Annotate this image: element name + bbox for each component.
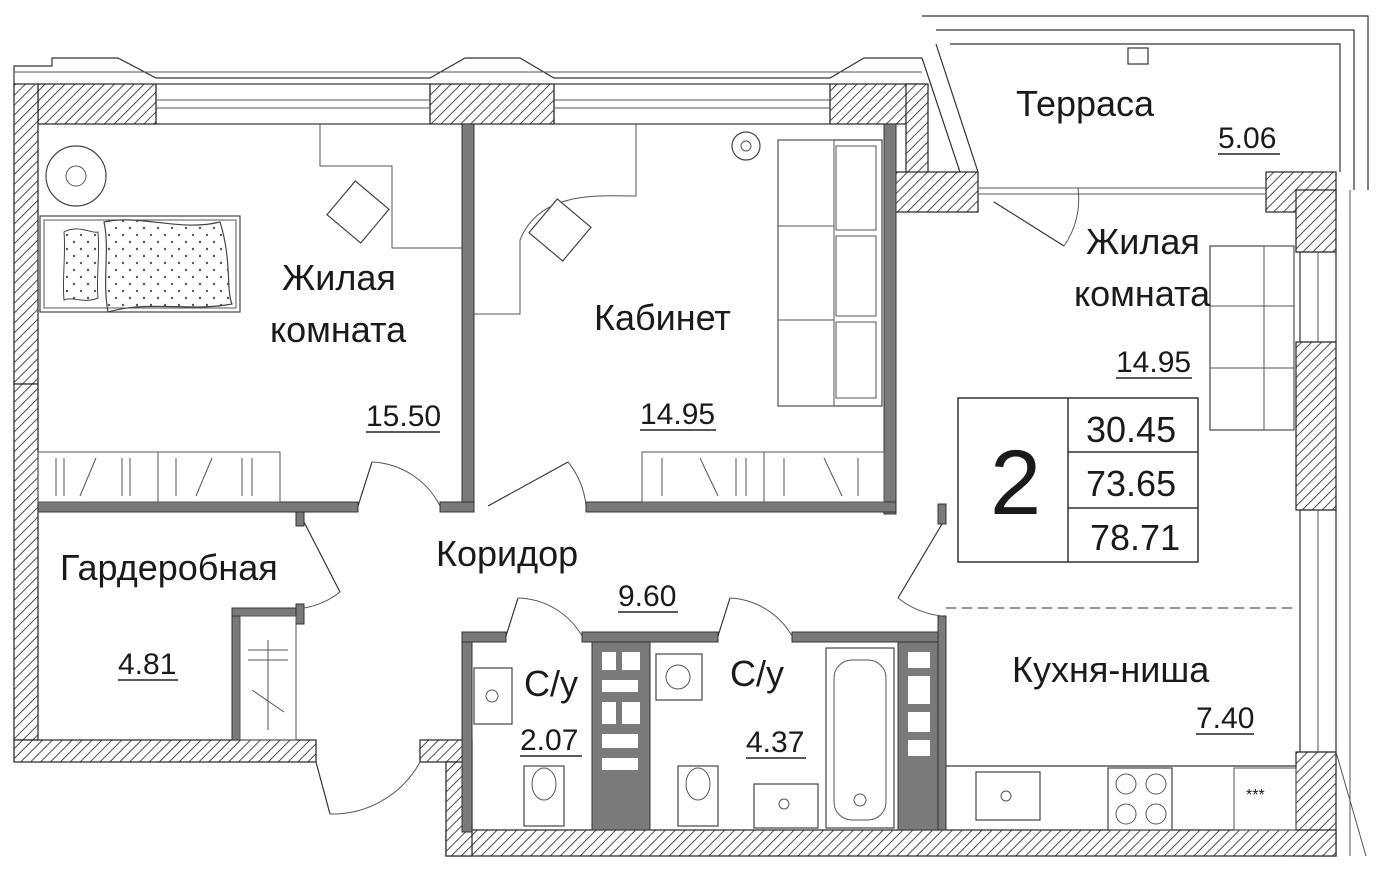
cabinet-area: 14.95 [640,398,715,431]
terrace-outline [921,15,1369,247]
exterior-walls [13,57,1367,857]
wc1-name: С/у [524,663,578,704]
summary-box: 2 30.45 73.65 78.71 [957,397,1199,563]
wardrobe-name: Гардеробная [60,547,278,588]
corridor-name: Коридор [436,533,578,574]
terrace-area: 5.06 [1218,122,1276,155]
wc2-area: 4.37 [746,726,804,759]
doors [303,461,943,815]
kitchen-furniture: *** [946,765,1297,831]
room-labels: Жилая комната 15.50 Кабинет 14.95 Террас… [60,83,1280,759]
living1-area: 15.50 [366,400,441,433]
total-area: 73.65 [1086,463,1176,504]
wc2-name: С/у [730,653,784,694]
living2-area: 14.95 [1116,346,1191,379]
sofa-cabinet [777,139,883,407]
living2-name-line2: комната [1074,273,1211,314]
total-area-with-terrace: 78.71 [1090,517,1180,558]
living2-name-line1: Жилая [1086,221,1200,262]
living1-name-line2: комната [270,309,407,350]
wardrobe-shelves [37,451,885,741]
wc1-area: 2.07 [520,724,578,757]
sofa-living2 [1209,245,1295,431]
interior-walls [37,123,1296,833]
round-table-icon [45,145,107,207]
plumbing [473,647,895,829]
room-count: 2 [990,432,1041,534]
kitchen-name: Кухня-ниша [1012,649,1210,690]
cabinet-name: Кабинет [594,297,731,338]
desk-area-cabinet [474,124,761,315]
stove-label: *** [1246,787,1265,804]
kitchen-area: 7.40 [1196,702,1254,735]
terrace-name: Терраса [1016,83,1155,124]
living1-name-line1: Жилая [282,257,396,298]
bed [39,215,241,313]
corridor-area: 9.60 [618,580,676,613]
wardrobe-area: 4.81 [118,648,176,681]
living-area-total: 30.45 [1086,409,1176,450]
desk-area-living1 [319,124,462,249]
